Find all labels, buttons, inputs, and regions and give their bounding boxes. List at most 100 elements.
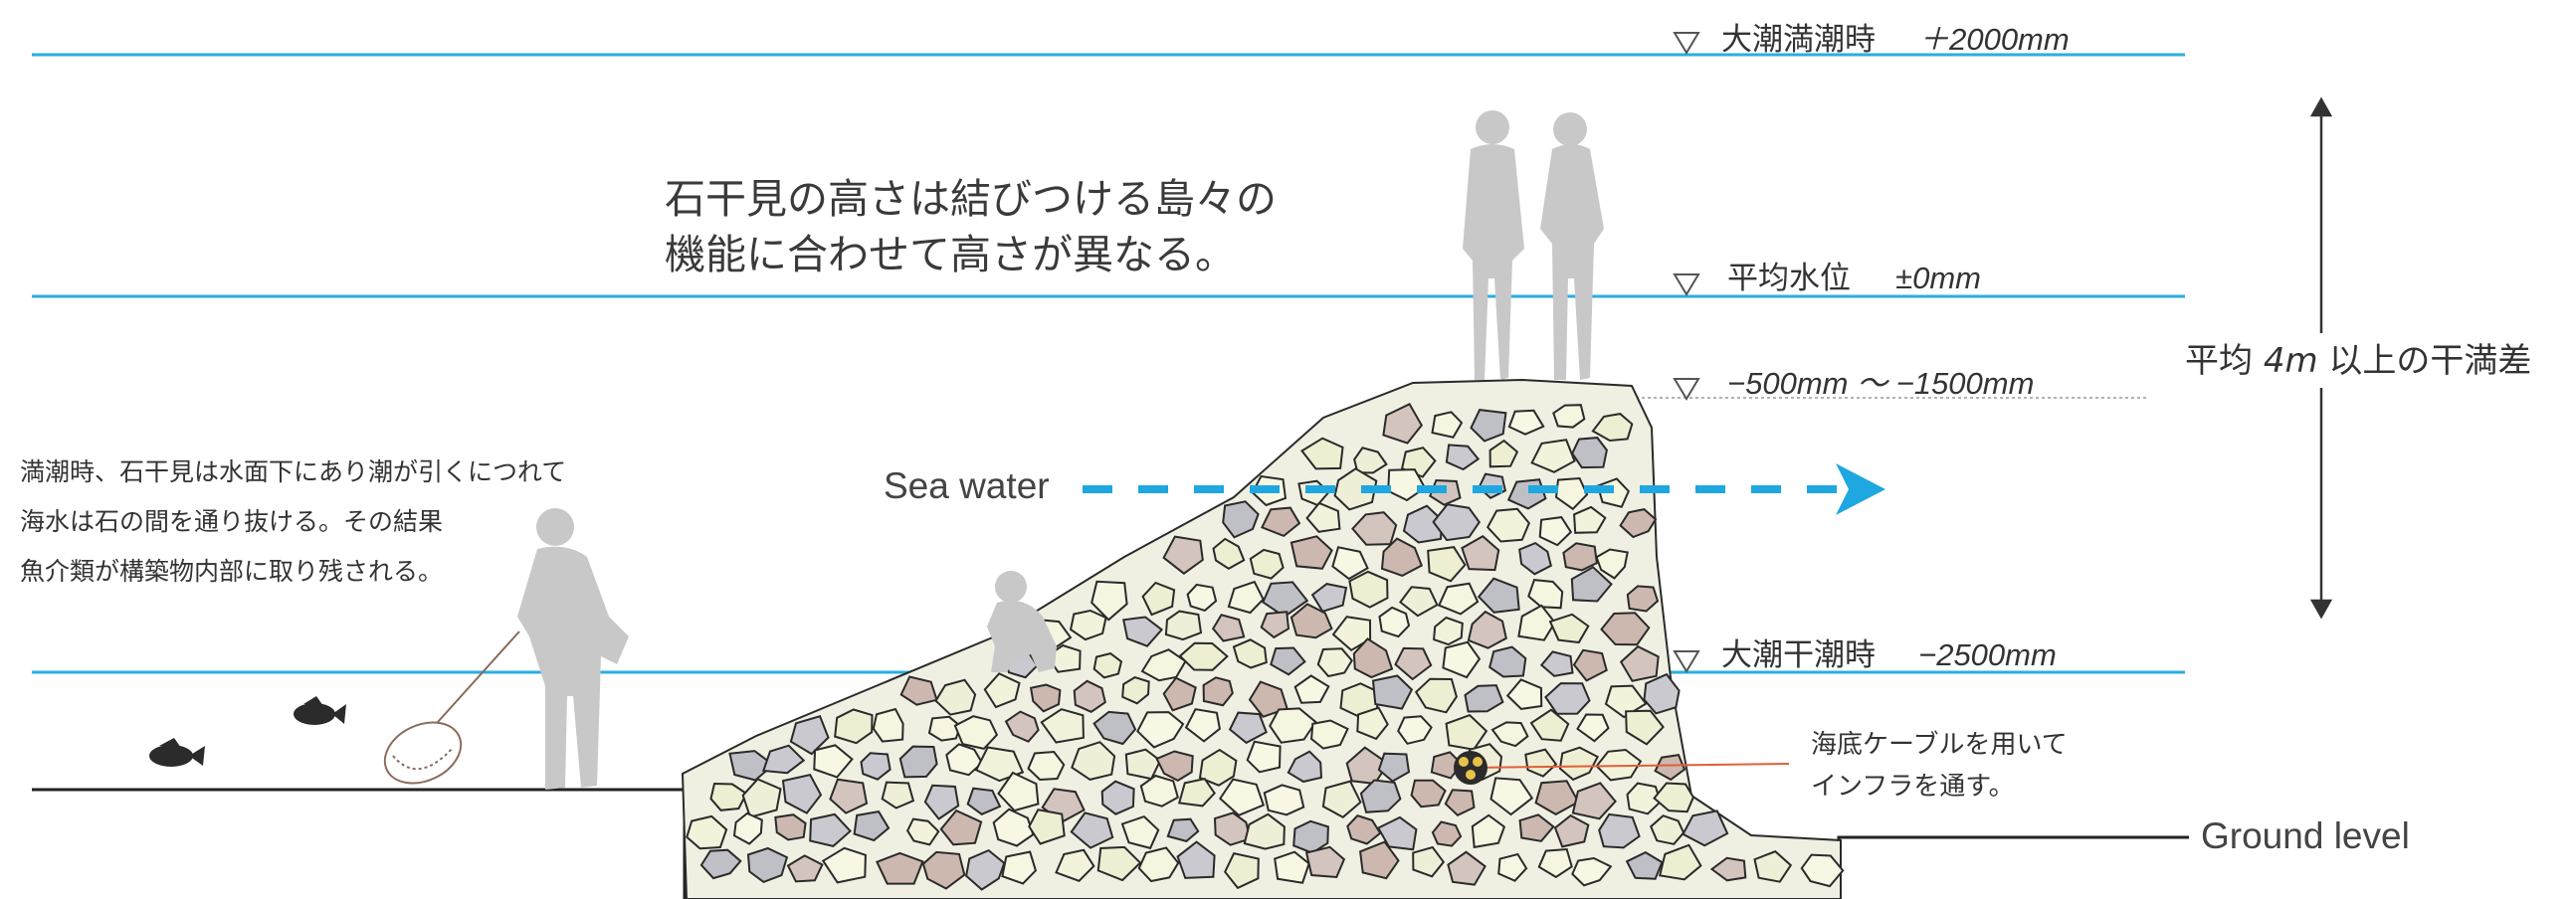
stone: [1517, 604, 1556, 641]
stone: [939, 809, 983, 846]
level-label-wall-top: −500mm 〜 −1500mm: [1727, 358, 2034, 403]
stone: [1412, 845, 1446, 878]
note-line: 魚介類が構築物内部に取り残される。: [20, 557, 444, 586]
stone: [1270, 646, 1306, 676]
stone: [860, 752, 892, 781]
stone: [1576, 713, 1610, 743]
stone: [1287, 750, 1323, 784]
level-value: −500mm 〜 −1500mm: [1727, 366, 2035, 401]
level-label-high-tide: 大潮満潮時 ＋2000mm: [1721, 14, 2070, 59]
level-value: −2500mm: [1918, 637, 2057, 672]
stone: [1654, 753, 1686, 782]
stone: [1164, 610, 1203, 641]
person-silhouette-icon: [1463, 110, 1524, 380]
level-label-low-tide: 大潮干潮時 −2500mm: [1721, 629, 2057, 674]
stone: [881, 781, 915, 809]
stone: [1333, 467, 1378, 511]
stone: [1232, 638, 1268, 669]
stone: [1162, 676, 1197, 712]
stone: [1432, 503, 1482, 542]
stone: [1380, 537, 1424, 577]
ground-level-label: Ground level: [2201, 815, 2410, 856]
stone: [1274, 850, 1310, 884]
stone: [934, 678, 977, 716]
stone: [1437, 582, 1480, 616]
stone: [1304, 845, 1346, 879]
stone: [1293, 674, 1330, 704]
stone: [732, 811, 763, 845]
stone: [809, 812, 853, 847]
stone: [1177, 777, 1216, 808]
stone: [1070, 811, 1114, 849]
stone: [709, 782, 748, 811]
stone: [1069, 609, 1107, 641]
stone: [1625, 850, 1664, 880]
stone: [1488, 645, 1527, 678]
stone: [1378, 606, 1411, 638]
stone: [1571, 437, 1608, 469]
triangle-marker-icon: [1673, 273, 1700, 296]
stone: [1682, 809, 1729, 847]
stone: [1488, 439, 1519, 468]
stone: [1004, 710, 1040, 743]
stone: [997, 771, 1040, 812]
stone: [1212, 537, 1246, 570]
title-line: 石干見の高さは結びつける島々の: [665, 175, 1277, 223]
stone: [761, 744, 806, 775]
note-line: 海底ケーブルを用いて: [1811, 730, 2068, 760]
stone: [1040, 708, 1085, 744]
stone-wall: [681, 378, 1845, 899]
title-line: 機能に合わせて高さが異なる。: [665, 231, 1236, 278]
stone: [1382, 402, 1424, 445]
stone: [1377, 752, 1411, 783]
tide-range-number: 4m: [2263, 341, 2318, 381]
crouching-child-silhouette-icon: [987, 571, 1057, 672]
stone: [1626, 782, 1662, 815]
stone: [1643, 672, 1681, 715]
stone: [741, 778, 782, 818]
stone: [1414, 677, 1458, 714]
stone: [1166, 817, 1200, 843]
stone: [1352, 637, 1394, 679]
stone: [1552, 404, 1586, 429]
stone: [1269, 707, 1317, 744]
stone: [1486, 507, 1530, 543]
stone: [905, 817, 940, 846]
stone: [1371, 674, 1414, 710]
stone: [1213, 811, 1252, 846]
stone: [1445, 444, 1481, 471]
stone: [1186, 583, 1218, 613]
level-name: 大潮干潮時: [1721, 637, 1876, 673]
stone: [789, 714, 830, 756]
stone: [1619, 508, 1658, 539]
stone: [974, 746, 1025, 783]
stone: [1571, 856, 1613, 887]
stone: [1351, 511, 1398, 546]
stone: [1263, 784, 1305, 816]
stone: [1530, 439, 1576, 473]
sea-water-flow-arrow: [1083, 463, 1885, 515]
stone: [1658, 843, 1702, 881]
stone: [983, 672, 1021, 709]
arrowhead-icon: [1836, 463, 1885, 515]
stone: [1310, 719, 1349, 750]
stone: [1518, 813, 1555, 842]
scoop-net-icon: [383, 630, 520, 785]
stone: [1598, 812, 1641, 849]
stone: [1001, 850, 1038, 885]
stone: [923, 784, 960, 820]
level-name: 平均水位: [1727, 261, 1851, 296]
stone: [1246, 740, 1282, 774]
stone: [1477, 577, 1520, 614]
stone: [1310, 583, 1348, 613]
stone: [1289, 535, 1333, 570]
stone: [781, 773, 823, 814]
stone: [774, 813, 807, 841]
stone: [1489, 777, 1534, 816]
tide-range-arrow: [2309, 96, 2333, 620]
stone: [1497, 852, 1528, 882]
stone: [1444, 789, 1476, 816]
stone: [1096, 845, 1142, 882]
stone: [1507, 409, 1545, 436]
stone: [1071, 741, 1116, 781]
